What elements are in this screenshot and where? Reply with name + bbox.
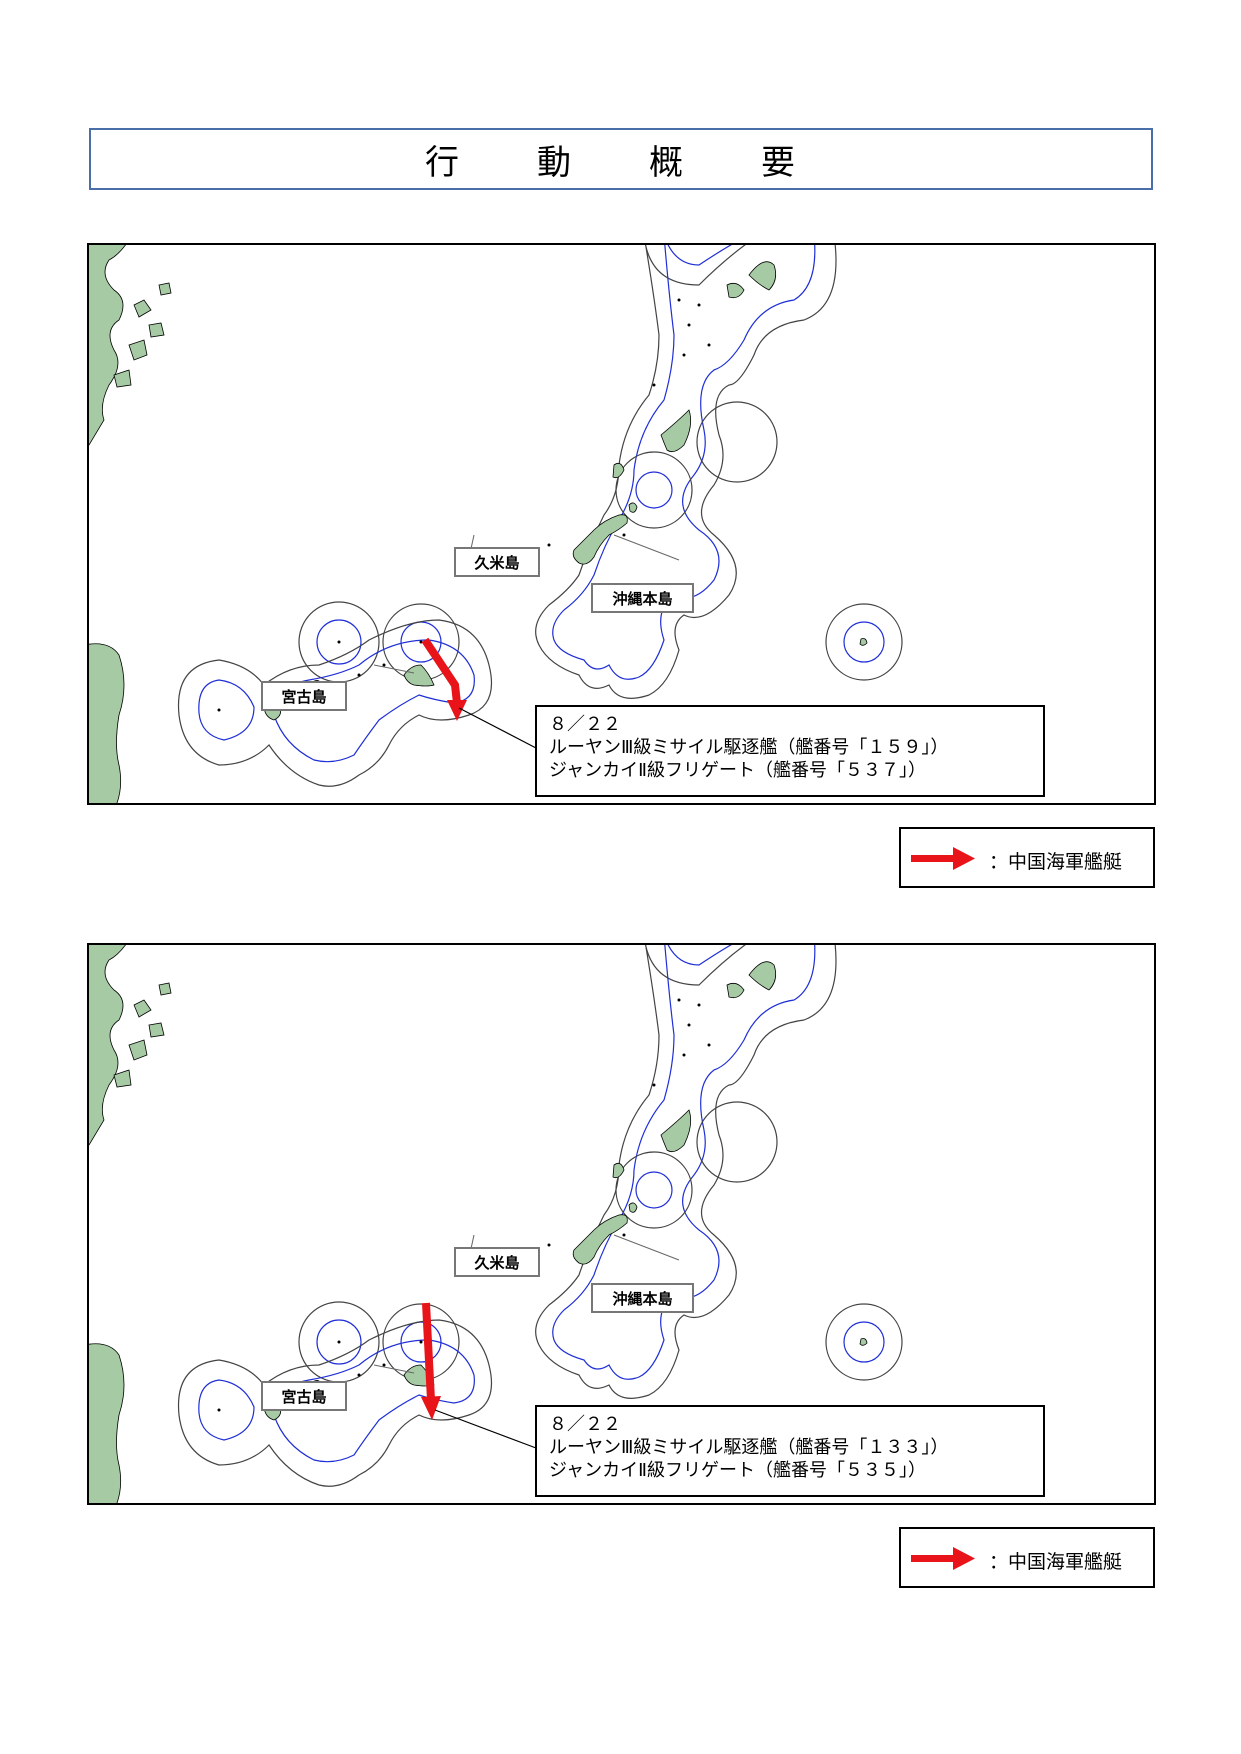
label-kume: 久米島 [454,547,540,577]
legend-text: ：中国海軍艦艇 [989,1551,1123,1573]
red-arrow-icon [911,1547,975,1570]
ship-line-2: ジャンカイⅡ級フリゲート（艦番号「５３５」） [549,1460,926,1481]
label-miyako: 宮古島 [261,681,347,711]
legend-box-2: ：中国海軍艦艇 [899,1527,1155,1588]
map-panel-1: 久米島 沖縄本島 宮古島 ８／２２ ルーヤンⅢ級ミサイル駆逐艦（艦番号「１５９」… [87,243,1156,805]
legend-text: ：中国海軍艦艇 [989,851,1123,873]
map-panel-2: 久米島 沖縄本島 宮古島 ８／２２ ルーヤンⅢ級ミサイル駆逐艦（艦番号「１３３」… [87,943,1156,1505]
ship-info-box-2: ８／２２ ルーヤンⅢ級ミサイル駆逐艦（艦番号「１３３」） ジャンカイⅡ級フリゲー… [535,1405,1045,1497]
ship-line-1: ルーヤンⅢ級ミサイル駆逐艦（艦番号「１５９」） [549,737,949,758]
ship-line-2: ジャンカイⅡ級フリゲート（艦番号「５３７」） [549,760,926,781]
label-okinawa: 沖縄本島 [591,583,694,613]
ship-info-box-1: ８／２２ ルーヤンⅢ級ミサイル駆逐艦（艦番号「１５９」） ジャンカイⅡ級フリゲー… [535,705,1045,797]
map-1 [89,245,903,803]
ship-date: ８／２２ [549,1414,621,1435]
ship-track-2-arrow-icon [421,1302,441,1420]
legend-box-1: ：中国海軍艦艇 [899,827,1155,888]
page-title: 行 動 概 要 [89,128,1153,190]
label-miyako: 宮古島 [261,1381,347,1411]
ship-date: ８／２２ [549,714,621,735]
red-arrow-icon [911,847,975,870]
ship-line-1: ルーヤンⅢ級ミサイル駆逐艦（艦番号「１３３」） [549,1437,949,1458]
label-kume: 久米島 [454,1247,540,1277]
map-2 [89,945,903,1503]
ship-track-1-arrow-icon [421,637,467,721]
label-okinawa: 沖縄本島 [591,1283,694,1313]
